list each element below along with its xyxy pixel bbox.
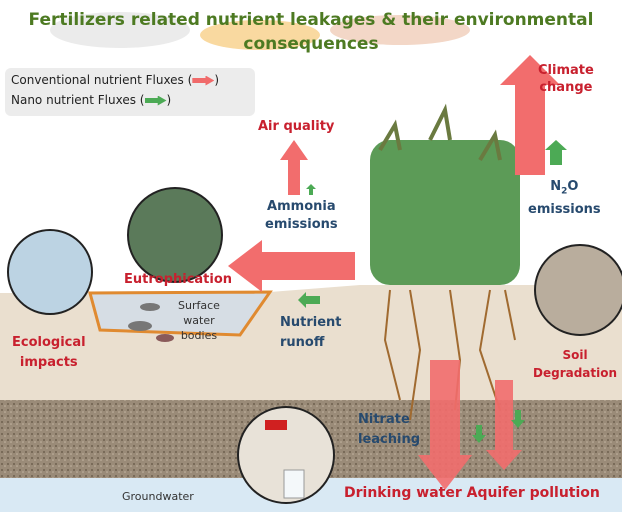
conventional-arrows [228,55,560,490]
aquifer-pollution-label: Drinking water Aquifer pollution [344,485,600,501]
nano-arrows [298,140,567,443]
legend-nano: Nano nutrient Fluxes () [11,93,171,107]
eutrophication-image [127,187,223,283]
crop-plants [370,103,520,285]
fish-icon [128,303,174,342]
tap-water-image [237,406,335,504]
glass-icon [283,469,305,499]
legend: Conventional nutrient Fluxes () Nano nut… [5,68,255,116]
cracked-soil-image [534,244,622,336]
legend-close: ) [166,93,172,107]
legend-close: ) [214,73,219,87]
green-arrow-icon [144,95,167,106]
groundwater-label: Groundwater [122,490,194,503]
title-line-1: Fertilizers related nutrient leakages & … [28,10,594,30]
air-quality-label: Air quality [258,119,335,134]
tap-icon [265,420,287,430]
title-line-2: consequences [243,34,379,54]
smoke [330,15,470,45]
eutrophication-label: Eutrophication [124,272,233,287]
smoke [50,12,190,48]
legend-conventional-label: Conventional nutrient Fluxes ( [11,73,193,87]
smoke [200,20,320,50]
bird-image [7,229,93,315]
legend-nano-label: Nano nutrient Fluxes ( [11,93,145,107]
topsoil [0,285,622,420]
red-arrow-icon [192,75,215,86]
legend-conventional: Conventional nutrient Fluxes () [11,73,219,87]
